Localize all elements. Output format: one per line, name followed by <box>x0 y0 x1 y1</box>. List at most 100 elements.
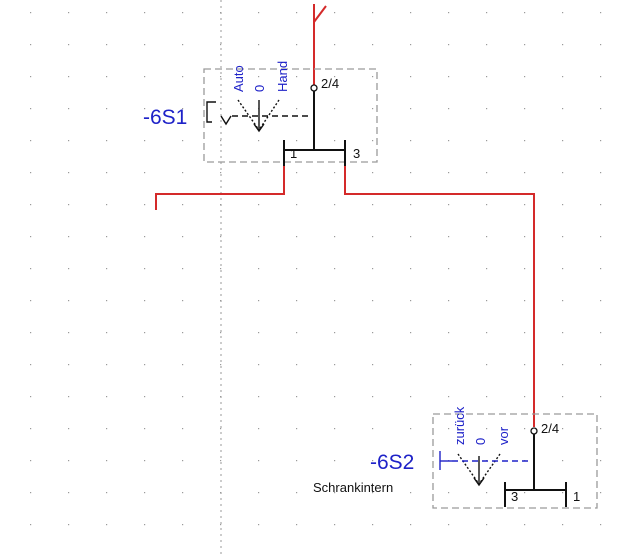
grid-dot <box>144 268 146 270</box>
grid-dot <box>372 140 374 142</box>
grid-dot <box>144 12 146 14</box>
grid-dot <box>410 492 412 494</box>
grid-dot <box>144 300 146 302</box>
grid-dot <box>68 236 70 238</box>
grid-dot <box>410 332 412 334</box>
wire-network <box>155 4 535 427</box>
device-location-6s2: Schrankintern <box>313 480 393 495</box>
grid-dot <box>106 524 108 526</box>
device-tag-6s2[interactable]: -6S2 <box>370 451 414 474</box>
grid-dot <box>372 44 374 46</box>
grid-dot <box>144 524 146 526</box>
grid-dot <box>296 492 298 494</box>
grid-dot <box>144 460 146 462</box>
wire-s1-3-to-s2-2-4[interactable] <box>344 166 535 427</box>
grid-dot <box>106 492 108 494</box>
grid-dot <box>106 460 108 462</box>
grid-dot <box>182 76 184 78</box>
grid-dot <box>30 140 32 142</box>
device-frame-6s1 <box>203 68 378 163</box>
grid-dot <box>600 172 602 174</box>
actuator-symbol-6s1 <box>206 99 309 133</box>
grid-dot <box>220 364 222 366</box>
grid-dot <box>68 108 70 110</box>
grid-dot <box>600 460 602 462</box>
grid-dot <box>524 204 526 206</box>
grid-dot <box>334 172 336 174</box>
grid-dot <box>144 44 146 46</box>
grid-dot <box>30 108 32 110</box>
grid-dot <box>334 44 336 46</box>
grid-dot <box>296 76 298 78</box>
grid-dot <box>524 236 526 238</box>
position-label-vor: vor <box>496 426 511 445</box>
grid-dot <box>182 108 184 110</box>
grid-dot <box>486 332 488 334</box>
grid-dot <box>448 44 450 46</box>
grid-dot <box>30 268 32 270</box>
device-tag-6s1[interactable]: -6S1 <box>143 106 187 129</box>
grid-dot <box>486 44 488 46</box>
grid-dot <box>562 140 564 142</box>
grid-dot <box>448 492 450 494</box>
grid-dot <box>30 332 32 334</box>
grid-dot <box>562 76 564 78</box>
grid-dot <box>486 300 488 302</box>
grid-dot <box>410 364 412 366</box>
grid-dot <box>106 44 108 46</box>
grid-dot <box>68 428 70 430</box>
grid-dot <box>144 172 146 174</box>
grid-dot <box>600 108 602 110</box>
grid-dot <box>334 268 336 270</box>
position-label-hand: Hand <box>275 61 290 92</box>
grid-dot <box>334 204 336 206</box>
terminal-label-6s1-2-4: 2/4 <box>321 76 339 91</box>
grid-dot <box>600 140 602 142</box>
grid-dot <box>220 172 222 174</box>
grid-dot <box>486 76 488 78</box>
grid-dot <box>68 12 70 14</box>
grid-dot <box>372 332 374 334</box>
grid-dot <box>220 268 222 270</box>
grid-dot <box>144 236 146 238</box>
grid-dot <box>334 76 336 78</box>
grid-dot <box>486 140 488 142</box>
grid-dot <box>182 492 184 494</box>
grid-dot <box>106 428 108 430</box>
grid-dot <box>562 524 564 526</box>
switch-6s1[interactable]: -6S1 Auto 0 Hand 2/4 1 3 <box>143 61 378 166</box>
grid-dot <box>600 396 602 398</box>
grid-dot <box>448 300 450 302</box>
grid-dot <box>220 236 222 238</box>
wire-s1-terminal-1[interactable] <box>155 166 285 210</box>
grid-dot <box>220 140 222 142</box>
grid-dot <box>524 108 526 110</box>
grid-dot <box>410 428 412 430</box>
grid-dot <box>106 332 108 334</box>
grid-dot <box>410 76 412 78</box>
grid-dot <box>144 428 146 430</box>
grid-dot <box>524 172 526 174</box>
contact-symbol-6s1 <box>283 84 346 166</box>
grid-dot <box>30 364 32 366</box>
grid-dot <box>448 236 450 238</box>
grid-dot <box>30 76 32 78</box>
grid-dot <box>258 76 260 78</box>
grid-dot <box>68 524 70 526</box>
grid-dot <box>68 172 70 174</box>
grid-dot <box>372 300 374 302</box>
grid-dot <box>448 140 450 142</box>
grid-dot <box>182 140 184 142</box>
grid-dot <box>486 524 488 526</box>
grid-dot <box>524 140 526 142</box>
grid-dot <box>30 12 32 14</box>
grid-dot <box>258 300 260 302</box>
switch-6s2[interactable]: -6S2 Schrankintern zurück 0 vor 2/4 3 1 <box>313 406 598 509</box>
grid-dot <box>296 524 298 526</box>
grid-dot <box>524 396 526 398</box>
grid-dot <box>68 396 70 398</box>
grid-dot <box>372 492 374 494</box>
terminal-label-6s1-1: 1 <box>290 146 297 161</box>
grid-dot <box>296 364 298 366</box>
